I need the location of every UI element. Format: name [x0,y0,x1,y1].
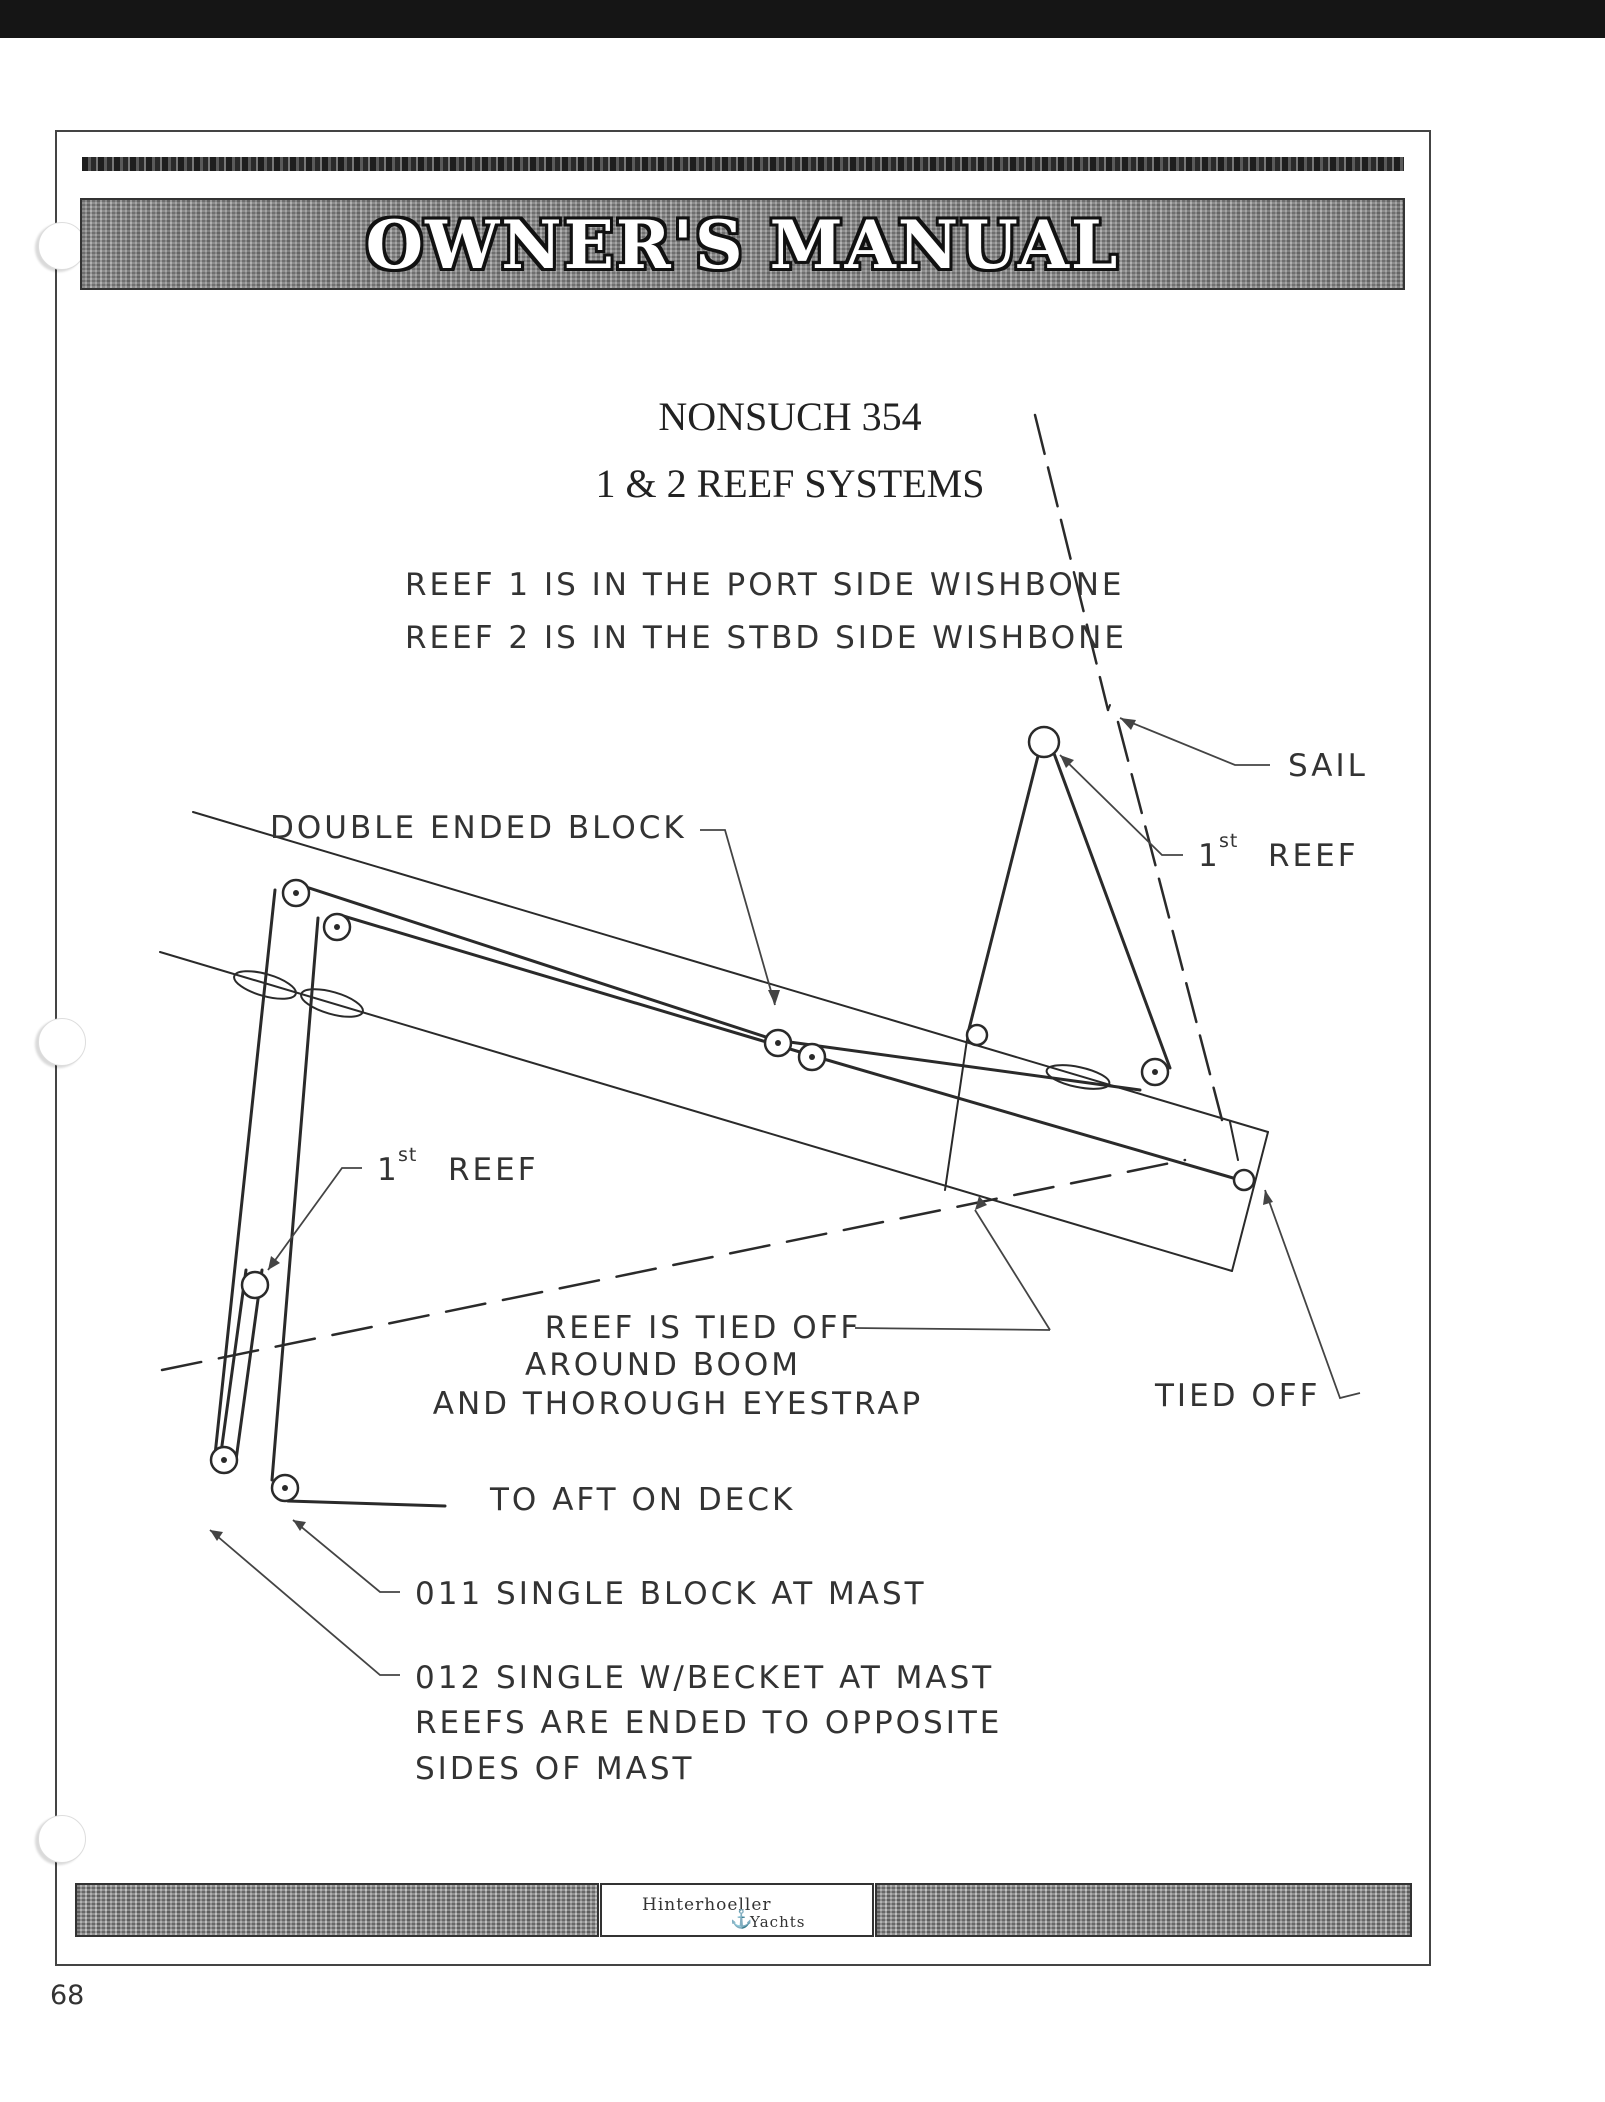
boom-top-edge [192,811,1269,1133]
diagram-subtitle: 1 & 2 REEF SYSTEMS [596,461,985,506]
leader-line [974,1209,1051,1331]
reef-line-loop [218,1268,248,1462]
label-double-ended-block: DOUBLE ENDED BLOCK [270,810,687,846]
label-first-reef-top-num: 1 [1198,838,1221,874]
footer-texture-strip [875,1883,1412,1937]
header-texture-strip [82,157,1404,171]
sail-leech [1107,704,1111,711]
footer-logo: Hinterhoeller ⚓ Yachts [600,1883,874,1937]
reef-cringle-line [966,746,1042,1035]
binder-punch-hole [38,1018,86,1066]
binder-punch-hole [38,222,86,270]
mast-line [270,916,320,1482]
label-reef-tied-line1: REEF IS TIED OFF [545,1310,862,1346]
line-to-aft [286,1499,447,1508]
reef-line-loop [234,1268,264,1462]
label-becket-line2: REEFS ARE ENDED TO OPPOSITE [415,1705,1002,1741]
binder-punch-hole [38,1815,86,1863]
diagram-title: NONSUCH 354 [658,394,921,439]
leader-line [267,1167,362,1271]
label-first-reef-left-word: REEF [448,1152,539,1188]
label-to-aft-on-deck: TO AFT ON DECK [489,1482,795,1518]
reefed-sail-edge [1116,720,1224,1122]
leader-line [209,1529,400,1676]
label-tied-off: TIED OFF [1154,1378,1320,1414]
leader-line [1264,1189,1361,1400]
cringle-icon [1027,725,1061,759]
sail-leech [1033,413,1110,712]
leader-line [292,1519,400,1593]
reef-line-1 [298,883,1142,1092]
boom-end-inner [1229,1121,1239,1161]
note-port-wishbone: REEF 1 IS IN THE PORT SIDE WISHBONE [405,567,1125,603]
footer-logo-line2: Yachts [750,1913,806,1931]
label-first-reef-top-word: REEF [1268,838,1359,874]
boom-lashing [233,970,297,1000]
header-title: OWNER'S MANUAL [365,206,1120,284]
label-reef-tied-line2: AROUND BOOM [525,1347,801,1383]
anchor-icon: ⚓ [730,1909,753,1930]
label-first-reef-left-num: 1 [377,1152,400,1188]
leader-line [854,1327,1051,1331]
label-single-block: 011 SINGLE BLOCK AT MAST [415,1576,927,1612]
boom-end [1231,1131,1269,1272]
reef-hook-icon [240,1270,270,1300]
label-becket-line3: SIDES OF MAST [415,1751,694,1787]
label-sail: SAIL [1288,748,1368,784]
eyestrap-icon [965,1023,989,1047]
reef-tie-line [944,1032,969,1191]
footer-texture-strip [75,1883,599,1937]
eyestrap-icon [1232,1168,1256,1192]
boom-lashing [300,988,364,1018]
mast-line [213,888,277,1457]
footer-logo-line1: Hinterhoeller [642,1895,772,1915]
reef-cringle-line [1050,746,1172,1070]
leader-line [700,829,776,1006]
header-banner: OWNER'S MANUAL [80,198,1405,290]
boom-lashing [1045,1064,1111,1090]
label-reef-tied-line3: AND THOROUGH EYESTRAP [433,1386,924,1422]
reefed-sail-foot [160,1158,1187,1372]
label-first-reef-top-sup: st [1219,830,1238,852]
note-stbd-wishbone: REEF 2 IS IN THE STBD SIDE WISHBONE [405,620,1127,656]
leader-line [1059,754,1183,856]
boom-bottom-edge [159,951,1233,1272]
label-first-reef-left-sup: st [398,1144,417,1166]
page-number: 68 [50,1980,85,2011]
scan-top-bar [0,0,1605,38]
label-becket-line1: 012 SINGLE W/BECKET AT MAST [415,1660,994,1696]
leader-line [1119,717,1270,766]
